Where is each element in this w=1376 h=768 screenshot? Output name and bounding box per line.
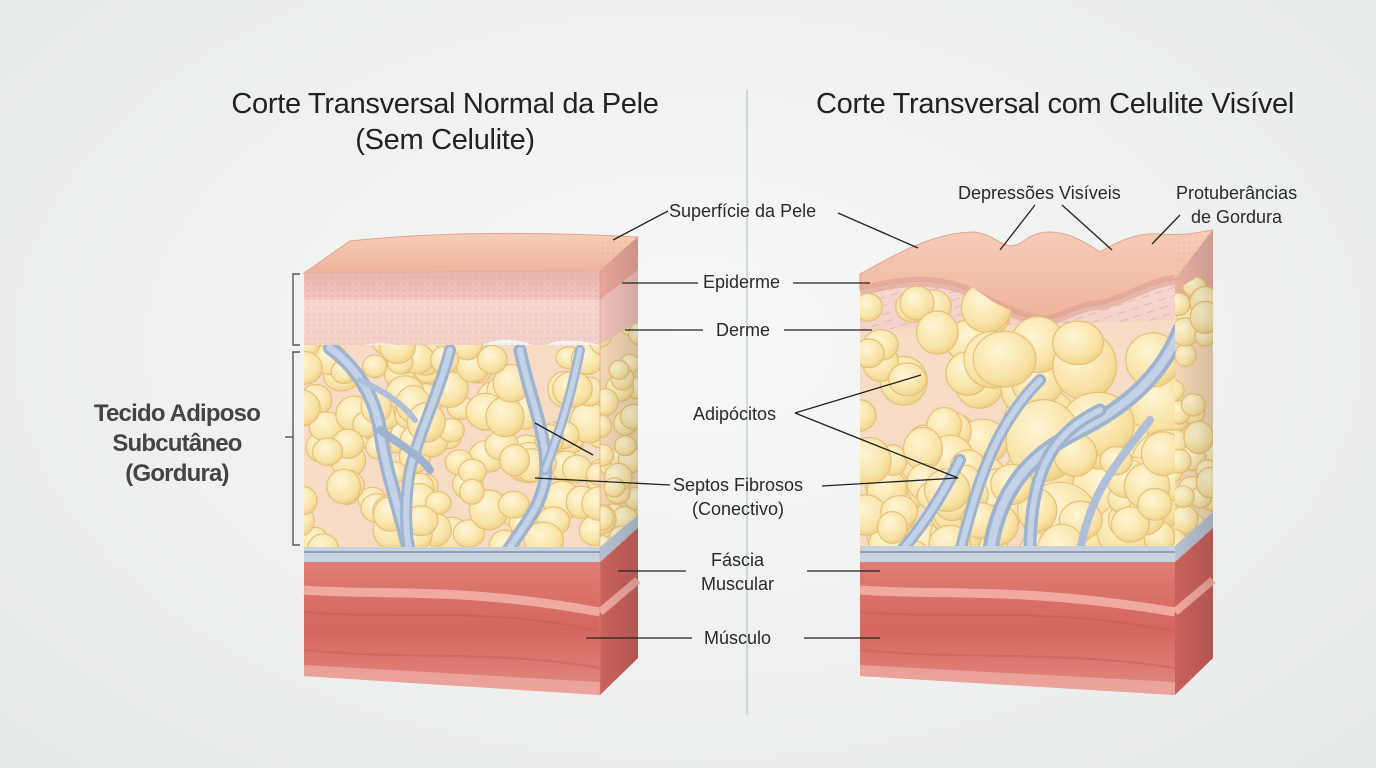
adipocyte-cell	[304, 389, 321, 427]
adipose-line2: Subcutâneo	[112, 430, 242, 457]
adipocyte-cell	[304, 350, 323, 385]
adipocyte-cell	[860, 292, 883, 322]
label-musculo: Músculo	[704, 628, 772, 648]
title-left-line2: (Sem Celulite)	[355, 124, 535, 156]
adipocyte-cell	[860, 338, 885, 369]
title-right: Corte Transversal com Celulite Visível	[815, 88, 1295, 120]
label-septos-1: Septos Fibrosos	[673, 475, 804, 495]
label-protuberancias-2: de Gordura	[1191, 207, 1283, 227]
adipocyte-cell	[312, 437, 344, 466]
adipose-bracket	[285, 273, 300, 546]
adipocyte-cell	[459, 478, 485, 505]
adipocyte-cell	[972, 330, 1037, 388]
adipocyte-cell	[304, 486, 318, 515]
adipocyte-cell	[1051, 320, 1104, 366]
label-fascia: Fáscia Muscular	[701, 548, 774, 596]
label-septos-2: (Conectivo)	[692, 499, 785, 519]
label-septos: Septos Fibrosos (Conectivo)	[673, 473, 803, 521]
cellulite-skin-block	[859, 229, 1216, 695]
label-depressoes: Depressões Visíveis	[958, 183, 1121, 203]
adipocyte-cell	[362, 354, 388, 379]
label-epiderme: Epiderme	[703, 272, 781, 292]
adipocyte-cell	[585, 462, 600, 486]
adipocyte-cell	[326, 468, 362, 505]
label-adipocitos: Adipócitos	[693, 404, 777, 424]
label-fascia-2: Muscular	[701, 574, 775, 594]
label-superficie: Superfície da Pele	[669, 201, 817, 221]
adipocyte-cell	[523, 521, 564, 553]
adipocyte-cell	[589, 345, 600, 356]
adipocyte-cell	[476, 345, 508, 375]
adipocyte-cell	[379, 345, 416, 365]
adipocyte-cell	[1140, 431, 1175, 477]
adipocyte-cell	[451, 345, 484, 361]
adipocyte-cell	[1137, 487, 1173, 521]
adipocyte-cell	[424, 491, 452, 515]
adipocyte-cell	[485, 396, 525, 438]
adipose-line1: Tecido Adiposo	[93, 400, 261, 427]
adipocyte-cell	[899, 285, 935, 321]
adipocyte-cell	[1110, 506, 1151, 543]
adipose-tissue-label: Tecido Adiposo Subcutâneo (Gordura)	[62, 399, 292, 489]
label-derme: Derme	[716, 320, 771, 340]
adipocyte-cell	[915, 310, 959, 355]
label-protuberancias: Protuberâncias de Gordura	[1176, 181, 1297, 229]
leader-lines	[534, 204, 1181, 639]
normal-skin-block	[302, 232, 641, 695]
adipocyte-cell	[499, 443, 530, 477]
title-left-line1: Corte Transversal Normal da Pele	[231, 88, 659, 120]
label-fascia-1: Fáscia	[711, 550, 765, 570]
title-left: Corte Transversal Normal da Pele (Sem Ce…	[190, 86, 700, 158]
adipose-line3: (Gordura)	[125, 460, 229, 487]
adipocyte-cell	[860, 399, 877, 433]
adipocyte-cell	[497, 490, 530, 519]
adipocyte-cell	[876, 511, 908, 545]
adipocyte-cell	[581, 486, 600, 521]
adipocyte-cell	[860, 436, 892, 485]
label-protuberancias-1: Protuberâncias	[1176, 183, 1298, 203]
